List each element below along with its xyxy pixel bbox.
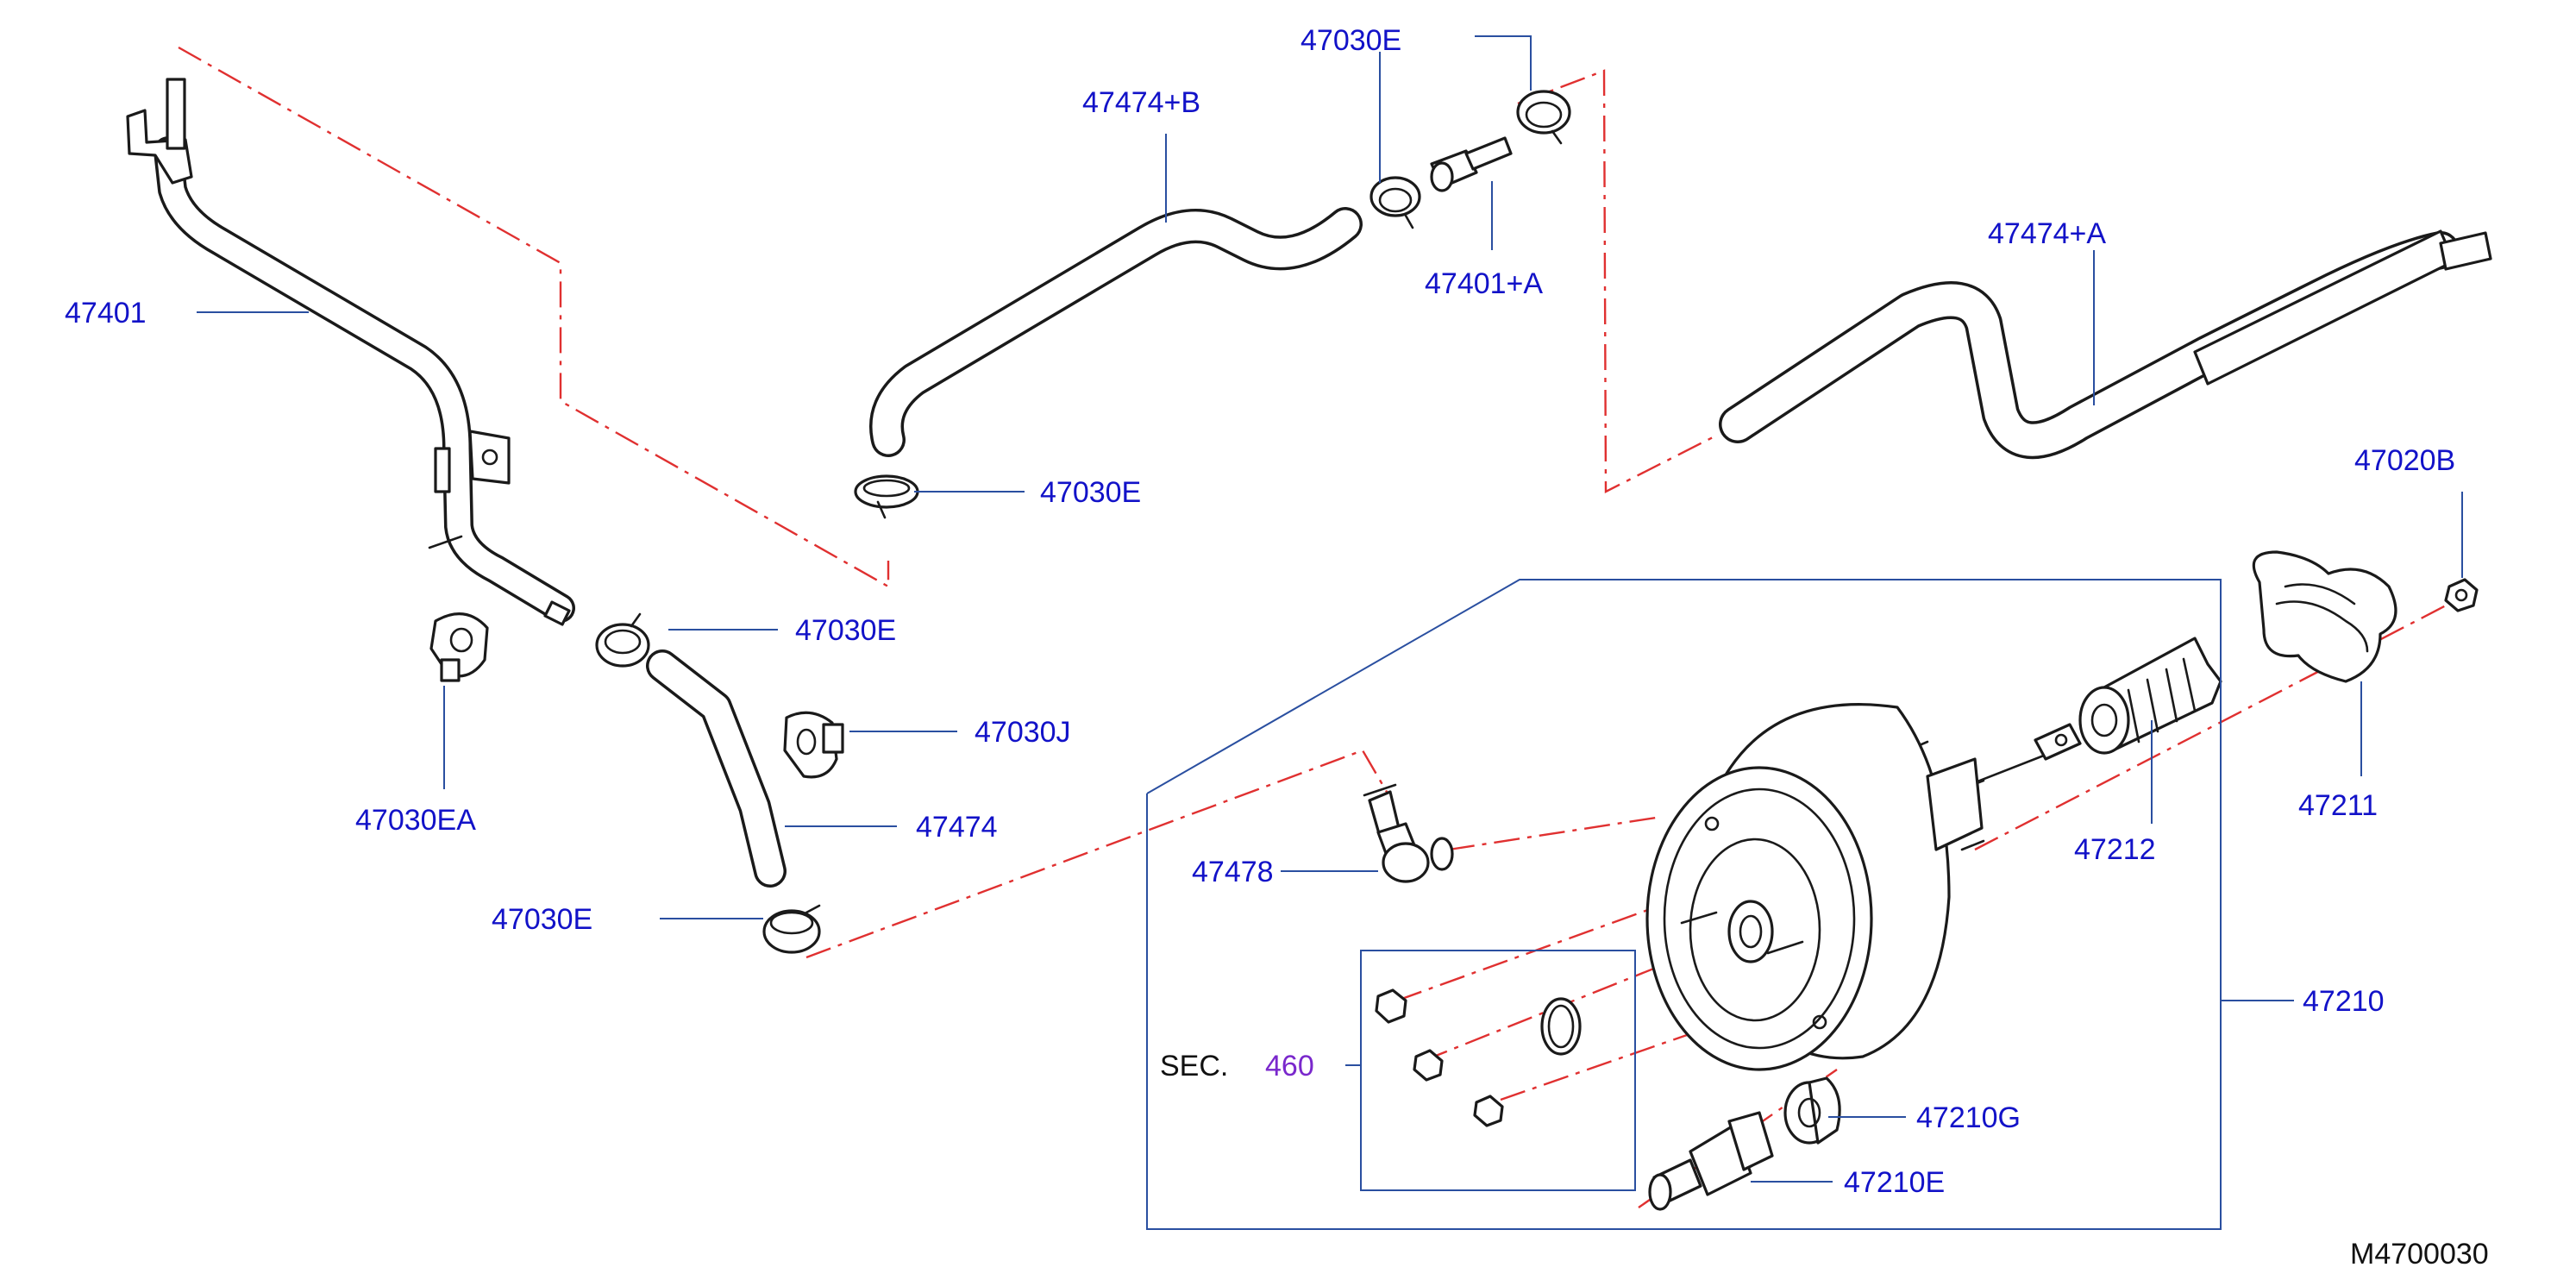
- vacuum-hose-47474b[interactable]: [869, 207, 1363, 457]
- section-prefix: SEC.: [1160, 1050, 1228, 1082]
- leader-lines: [197, 35, 2463, 1183]
- pipe-side-bracket: [468, 430, 511, 485]
- vacuum-hose-47474a[interactable]: [1719, 229, 2492, 460]
- centerline-left-pipe: [178, 46, 890, 589]
- section-number-link[interactable]: 460: [1265, 1050, 1314, 1082]
- label-47030e-bottom: 47030E: [492, 903, 592, 936]
- clip-47030j[interactable]: [783, 711, 844, 779]
- clamp-47030e-bottom[interactable]: [762, 904, 821, 954]
- brake-booster-47210[interactable]: [1645, 703, 2082, 1071]
- centerline-booster-hose: [805, 749, 1392, 959]
- sensor-47210e[interactable]: [1648, 1111, 1774, 1211]
- nut-47020b[interactable]: [2444, 578, 2479, 612]
- pipe-top-bracket: [126, 109, 193, 185]
- grommet-47210g[interactable]: [1783, 1076, 1841, 1145]
- clamp-47030e-top[interactable]: [1369, 176, 1421, 229]
- bolt-1: [1375, 988, 1407, 1024]
- vacuum-hose-47474[interactable]: [646, 649, 787, 888]
- seal-ring: [1540, 997, 1582, 1056]
- label-47211: 47211: [2298, 789, 2378, 822]
- part-labels: 47401 47474+B 47030E 47401+A 47474+A 470…: [65, 24, 2489, 1271]
- sec-460-frame: [1360, 950, 1636, 1191]
- centerline-check-valve: [1448, 816, 1657, 851]
- label-47210g: 47210G: [1916, 1101, 2021, 1134]
- pipe-top-stub: [166, 78, 186, 150]
- clamp-47030e-pipe[interactable]: [595, 612, 650, 668]
- label-47212: 47212: [2074, 833, 2156, 866]
- frames: [1146, 579, 2222, 1230]
- nut-2: [1473, 1095, 1504, 1127]
- booster-rear-flange: [1926, 757, 1984, 851]
- vacuum-pipe-47401[interactable]: [126, 78, 575, 626]
- label-47401: 47401: [65, 297, 147, 329]
- label-47474: 47474: [916, 811, 998, 844]
- centerline-top-right: [1517, 69, 1717, 493]
- clevis: [2034, 723, 2082, 761]
- pipe-side-tab: [434, 447, 451, 493]
- clamp-47030e-hose-b[interactable]: [854, 474, 919, 519]
- bracket-hole: [481, 449, 498, 466]
- check-valve-47478[interactable]: [1363, 783, 1454, 883]
- diagram-code: M4700030: [2350, 1238, 2489, 1271]
- gasket-47211[interactable]: [2252, 550, 2397, 683]
- label-47474a: 47474+A: [1988, 217, 2106, 250]
- hose-sleeve: [2193, 229, 2455, 386]
- label-47030e-top: 47030E: [1301, 24, 1401, 57]
- sec-460-hardware: [1375, 988, 1582, 1127]
- clamp-47030e-top-right[interactable]: [1516, 90, 1571, 145]
- pipe-side-pin: [428, 535, 463, 549]
- centerline-stud-lower: [1500, 990, 1812, 1101]
- label-47210: 47210: [2303, 985, 2385, 1018]
- label-47478: 47478: [1192, 856, 1274, 888]
- label-47401a: 47401+A: [1425, 267, 1543, 300]
- label-47030ea: 47030EA: [355, 804, 476, 837]
- centerlines: [178, 46, 2450, 1208]
- booster-group-frame: [1146, 579, 2222, 1230]
- label-47030j: 47030J: [975, 716, 1071, 749]
- boot-47212[interactable]: [2078, 637, 2222, 755]
- nut-1: [1413, 1049, 1444, 1082]
- pipe-end-cap: [543, 600, 571, 626]
- label-47474b: 47474+B: [1082, 86, 1200, 119]
- connector-47401a[interactable]: [1430, 136, 1513, 192]
- label-47210e: 47210E: [1844, 1166, 1945, 1199]
- label-47030e-pipe: 47030E: [795, 614, 896, 647]
- label-47020b: 47020B: [2354, 444, 2455, 477]
- clip-47030ea[interactable]: [429, 612, 489, 682]
- hose-connector: [2439, 231, 2492, 271]
- label-47030e-hose-b: 47030E: [1040, 476, 1141, 509]
